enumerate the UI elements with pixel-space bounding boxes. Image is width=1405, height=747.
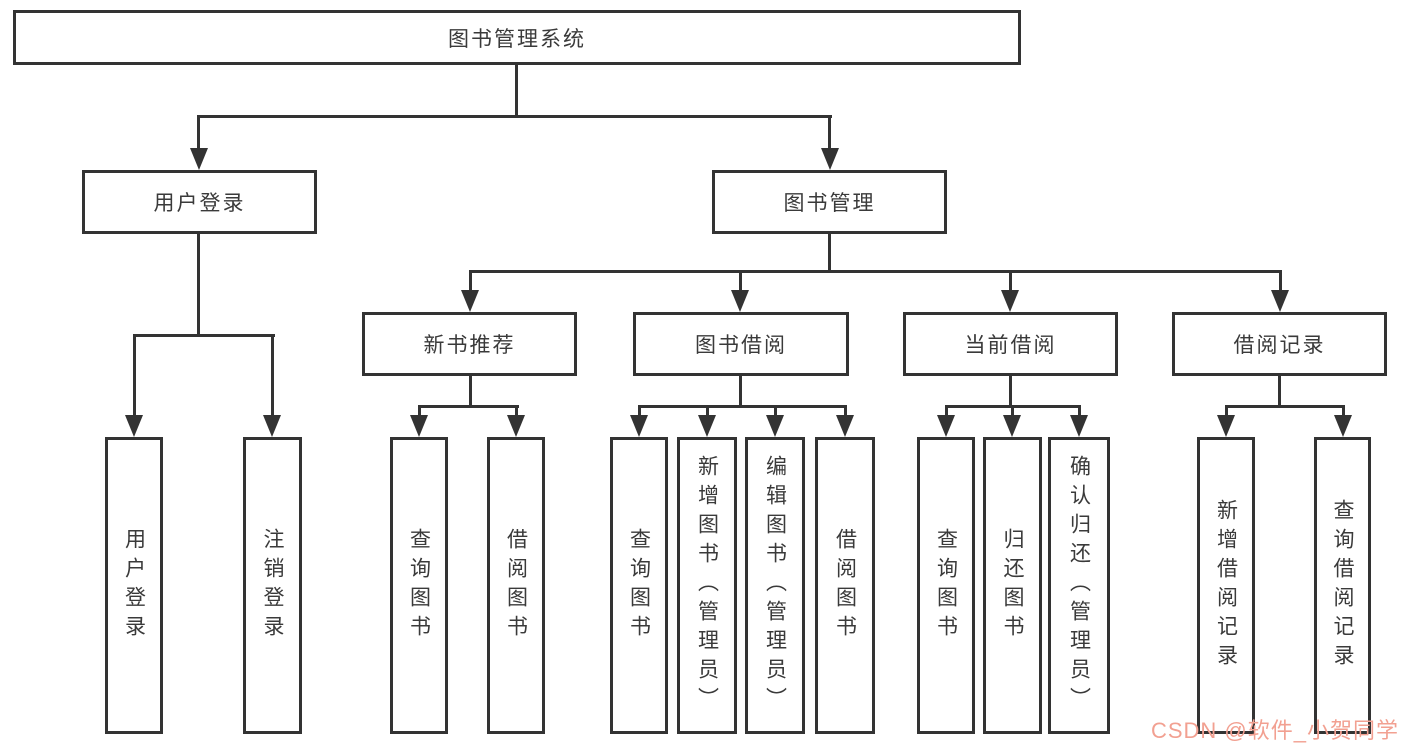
leaf-bb-borrow-books-label: 借阅图书	[833, 527, 857, 644]
node-book-borrow: 图书借阅	[633, 312, 849, 376]
connector-line	[469, 272, 472, 292]
leaf-bb-query-books: 查询图书	[610, 437, 668, 734]
connector-line	[1342, 407, 1345, 417]
leaf-bb-add-books-admin: 新增图书（管理员）	[677, 437, 737, 734]
leaf-logout: 注销登录	[243, 437, 302, 734]
arrow-down-icon	[1070, 415, 1088, 437]
connector-line	[197, 117, 200, 149]
node-root: 图书管理系统	[13, 10, 1021, 65]
node-current-borrow: 当前借阅	[903, 312, 1118, 376]
connector-line	[418, 407, 421, 417]
connector-line	[706, 407, 709, 417]
node-new-book-recommend: 新书推荐	[362, 312, 577, 376]
leaf-br-query-record: 查询借阅记录	[1314, 437, 1371, 734]
leaf-br-add-record-label: 新增借阅记录	[1214, 498, 1238, 673]
connector-line	[469, 270, 1282, 273]
connector-line	[469, 375, 472, 408]
connector-line	[1278, 375, 1281, 408]
connector-line	[418, 405, 519, 408]
connector-line	[1011, 407, 1014, 417]
arrow-down-icon	[1271, 290, 1289, 312]
arrow-down-icon	[766, 415, 784, 437]
leaf-cb-confirm-return-admin: 确认归还（管理员）	[1048, 437, 1110, 734]
arrow-down-icon	[461, 290, 479, 312]
leaf-bb-query-books-label: 查询图书	[627, 527, 651, 644]
arrow-down-icon	[507, 415, 525, 437]
arrow-down-icon	[1334, 415, 1352, 437]
connector-line	[515, 64, 518, 118]
leaf-cb-query-books: 查询图书	[917, 437, 975, 734]
arrow-down-icon	[190, 148, 208, 170]
connector-line	[638, 405, 847, 408]
arrow-down-icon	[410, 415, 428, 437]
node-borrow-records: 借阅记录	[1172, 312, 1387, 376]
leaf-cb-confirm-return-admin-label: 确认归还（管理员）	[1067, 455, 1091, 716]
arrow-down-icon	[1001, 290, 1019, 312]
arrow-down-icon	[1003, 415, 1021, 437]
leaf-cb-query-books-label: 查询图书	[934, 527, 958, 644]
connector-line	[271, 336, 274, 416]
leaf-nb-borrow-books: 借阅图书	[487, 437, 545, 734]
connector-line	[1225, 407, 1228, 417]
leaf-br-add-record: 新增借阅记录	[1197, 437, 1255, 734]
arrow-down-icon	[125, 415, 143, 437]
connector-line	[133, 336, 136, 416]
leaf-bb-edit-books-admin-label: 编辑图书（管理员）	[763, 455, 787, 716]
leaf-user-login: 用户登录	[105, 437, 163, 734]
leaf-nb-query-books-label: 查询图书	[407, 527, 431, 644]
connector-line	[739, 272, 742, 292]
node-book-management: 图书管理	[712, 170, 947, 234]
connector-line	[774, 407, 777, 417]
arrow-down-icon	[698, 415, 716, 437]
arrow-down-icon	[821, 148, 839, 170]
leaf-user-login-label: 用户登录	[122, 527, 146, 644]
connector-line	[739, 375, 742, 408]
leaf-cb-return-books-label: 归还图书	[1001, 527, 1024, 644]
arrow-down-icon	[836, 415, 854, 437]
leaf-bb-edit-books-admin: 编辑图书（管理员）	[745, 437, 805, 734]
connector-line	[1009, 272, 1012, 292]
connector-line	[945, 405, 1081, 408]
leaf-cb-return-books: 归还图书	[983, 437, 1042, 734]
leaf-nb-query-books: 查询图书	[390, 437, 448, 734]
connector-line	[197, 233, 200, 337]
connector-line	[515, 407, 518, 417]
leaf-br-query-record-label: 查询借阅记录	[1331, 498, 1354, 673]
connector-line	[1279, 272, 1282, 292]
connector-line	[828, 117, 831, 149]
watermark: CSDN @软件_小贺同学	[1150, 718, 1399, 743]
connector-line	[945, 407, 948, 417]
connector-line	[1078, 407, 1081, 417]
connector-line	[133, 334, 275, 337]
arrow-down-icon	[937, 415, 955, 437]
connector-line	[828, 233, 831, 273]
leaf-bb-borrow-books: 借阅图书	[815, 437, 875, 734]
leaf-logout-label: 注销登录	[261, 527, 284, 644]
leaf-nb-borrow-books-label: 借阅图书	[504, 527, 528, 644]
node-user-login: 用户登录	[82, 170, 317, 234]
connector-line	[1009, 375, 1012, 408]
arrow-down-icon	[1217, 415, 1235, 437]
connector-line	[197, 115, 832, 118]
connector-line	[638, 407, 641, 417]
arrow-down-icon	[263, 415, 281, 437]
arrow-down-icon	[731, 290, 749, 312]
connector-line	[844, 407, 847, 417]
connector-line	[1225, 405, 1345, 408]
arrow-down-icon	[630, 415, 648, 437]
leaf-bb-add-books-admin-label: 新增图书（管理员）	[695, 455, 719, 716]
